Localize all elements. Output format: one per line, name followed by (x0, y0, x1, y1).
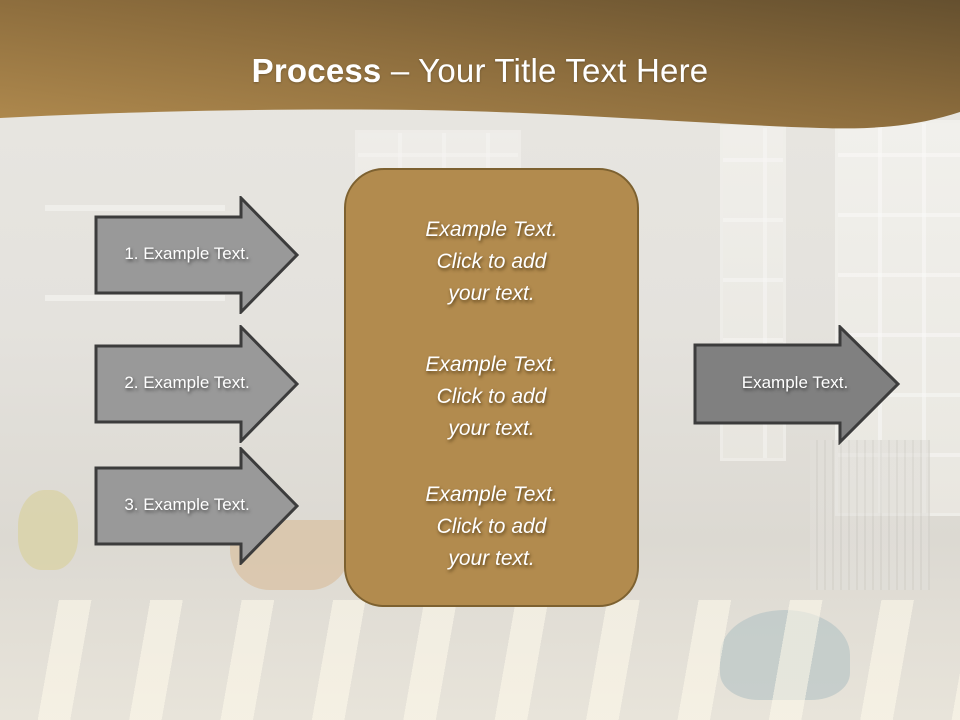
step-arrow-3-label: 3. Example Text. (124, 495, 250, 514)
center-paragraph-2[interactable]: Example Text. Click to add your text. (346, 349, 637, 445)
step-arrow-3[interactable]: 3. Example Text. (94, 445, 300, 567)
center-paragraph-3-line-2: Click to add (436, 515, 547, 538)
center-paragraph-2-line-1: Example Text. (425, 353, 558, 376)
output-arrow[interactable]: Example Text. (693, 323, 901, 446)
slide-title[interactable]: Process – Your Title Text Here (0, 52, 960, 90)
step-arrow-1-label: 1. Example Text. (124, 244, 250, 263)
center-paragraph-3-line-1: Example Text. (425, 483, 558, 506)
background-vase-left (18, 490, 78, 570)
center-paragraph-2-line-3: your text. (448, 417, 535, 440)
slide-title-bold: Process (251, 52, 382, 89)
background-vase-right (720, 610, 850, 700)
center-paragraph-1[interactable]: Example Text. Click to add your text. (346, 214, 637, 310)
center-paragraph-1-line-1: Example Text. (425, 218, 558, 241)
background-floor-light (0, 600, 960, 720)
center-paragraph-3-line-3: your text. (448, 547, 535, 570)
center-paragraph-1-line-3: your text. (448, 282, 535, 305)
right-arrow-shape-icon (693, 323, 901, 446)
background-window-right-2 (835, 120, 960, 516)
header-band (0, 0, 960, 129)
right-arrow-shape-icon (94, 323, 300, 445)
process-center-box[interactable]: Example Text. Click to add your text. Ex… (344, 168, 639, 607)
right-arrow-shape-icon (94, 194, 300, 316)
slide-title-rest: – Your Title Text Here (381, 52, 709, 89)
background-radiator (810, 440, 930, 590)
center-paragraph-2-line-2: Click to add (436, 385, 547, 408)
output-arrow-label: Example Text. (741, 373, 849, 392)
step-arrow-2[interactable]: 2. Example Text. (94, 323, 300, 445)
right-arrow-shape-icon (94, 445, 300, 567)
step-arrow-1[interactable]: 1. Example Text. (94, 194, 300, 316)
step-arrow-2-label: 2. Example Text. (124, 373, 250, 392)
center-paragraph-3[interactable]: Example Text. Click to add your text. (346, 479, 637, 575)
center-paragraph-1-line-2: Click to add (436, 250, 547, 273)
